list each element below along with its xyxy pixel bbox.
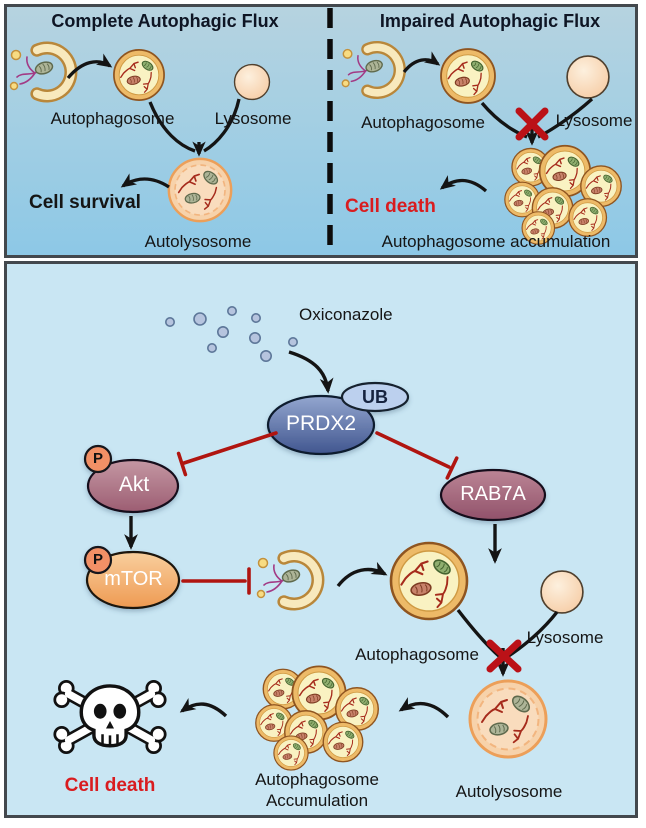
autolysosome-icon [169,159,231,221]
label-autophagosome: Autophagosome [50,109,175,128]
arrows-bottom [124,350,559,719]
label-autophagosome-accumulation: Autophagosome accumulation [381,232,611,251]
label-rab7a: RAB7A [460,483,526,505]
autophagosome-icon [441,49,495,103]
label-oxiconazole: Oxiconazole [299,305,393,324]
label-lysosome: Lysosome [214,109,292,128]
autophagosome-cluster-icon [256,666,379,770]
rab7a-node [439,468,547,522]
label-autolysosome: Autolysosome [144,232,252,251]
phospho-badge [83,444,113,474]
phospho-badge [83,545,113,575]
label-phospho: P [92,551,103,568]
label-lysosome: Lysosome [526,628,604,647]
label-ub: UB [362,387,388,407]
label-cell-death: Cell death [345,196,436,217]
label-lysosome: Lysosome [555,111,633,130]
arrows-top-left [66,53,241,189]
autolysosome-icon [470,681,546,757]
label-autophagosome: Autophagosome [361,113,485,132]
autophagosome-cluster-icon [505,146,621,245]
label-mtor: mTOR [104,568,163,590]
phagophore-icon [342,47,399,93]
label-accumulation-line1: Autophagosome [255,770,379,789]
label-cell-survival: Cell survival [29,192,141,213]
label-accumulation-line2: Accumulation [265,791,369,810]
label-cell-death: Cell death [64,775,156,796]
molecule-dots-icon [165,305,298,362]
akt-node [86,458,180,514]
ub-node [340,381,410,413]
red-x-icon [515,107,549,141]
phagophore-icon [258,556,318,604]
prdx2-node [266,394,376,456]
t-bar-inhibition-icon [176,431,459,595]
label-akt: Akt [118,473,150,496]
lysosome-icon [540,570,584,614]
label-prdx2: PRDX2 [285,412,357,435]
nodes [83,381,547,610]
phagophore-icon [11,48,71,96]
label-phospho: P [92,450,103,467]
lysosome-icon [566,55,610,99]
lysosome-icon [233,63,271,101]
skull-crossbones-icon [55,681,165,752]
label-autolysosome: Autolysosome [455,782,563,801]
autophagosome-icon [391,543,467,619]
autophagosome-icon [114,50,164,100]
red-x-icon [486,639,522,673]
title-complete-flux: Complete Autophagic Flux [51,11,279,31]
label-autophagosome: Autophagosome [355,645,479,664]
title-impaired-flux: Impaired Autophagic Flux [379,11,601,31]
